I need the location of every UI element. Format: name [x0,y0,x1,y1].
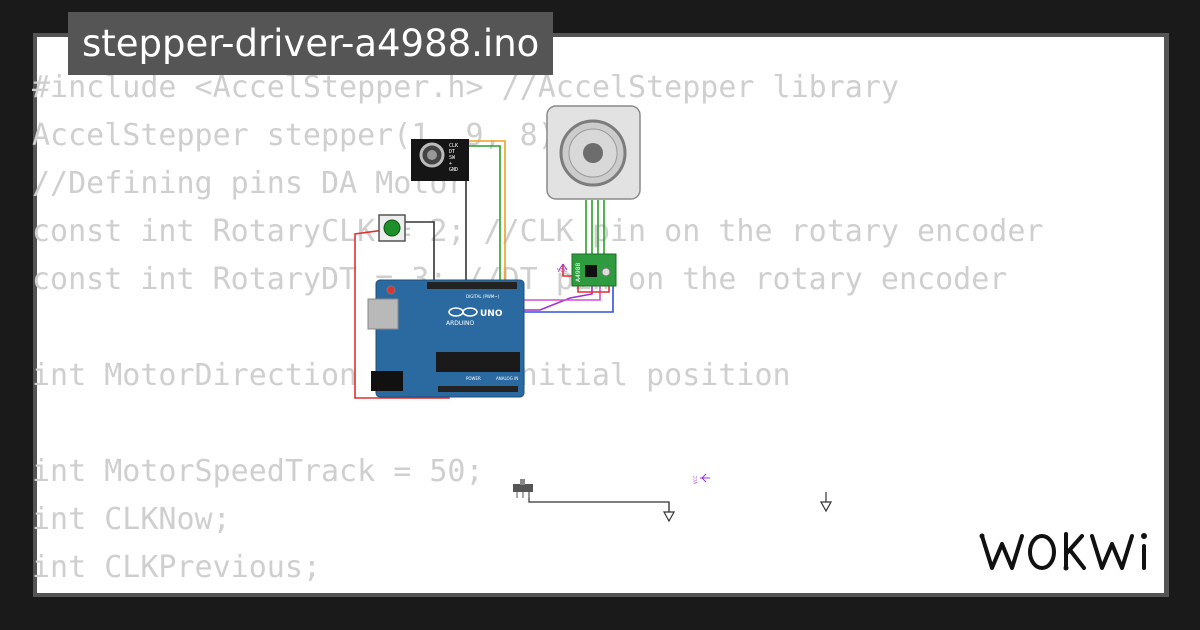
code-background: #include <AccelStepper.h> //AccelStepper… [32,64,1043,592]
wire-black-button [403,221,435,292]
vcc-symbol-icon: VCC [557,263,568,274]
encoder-pin-label: + [449,161,452,167]
slide-switch-icon[interactable] [513,479,533,498]
encoder-pin-label: SW [449,155,456,161]
arduino-uno-board[interactable]: ARDUINO UNO DIGITAL (PWM~) POWER ANALOG … [367,279,525,398]
code-line: const int RotaryCLK = 2; //CLK pin on th… [32,214,1044,249]
wire-switch-ground [528,492,670,512]
wokwi-logo [979,532,1147,571]
project-title: stepper-driver-a4988.ino [68,12,554,75]
vcc-symbol-icon: VCC [693,473,710,484]
arduino-model-text: UNO [480,309,503,319]
code-line: int CLKPrevious; [32,550,321,585]
encoder-pin-label: GND [449,167,458,173]
encoder-pin-label: DT [449,149,455,155]
wire-green-encoder [468,145,501,292]
code-line: const int RotaryDT = 3; //DT pin on the … [32,262,1008,297]
code-line: int MotorSpeedTrack = 50; [32,454,484,489]
ground-symbol-icon [819,492,833,513]
wire-orange-encoder [468,140,506,292]
ground-symbol-icon [662,502,676,523]
stepper-motor[interactable] [546,105,641,200]
wire-red-driver [577,286,610,293]
a4988-driver[interactable]: A4988 [571,253,617,287]
code-line: #include <AccelStepper.h> //AccelStepper… [32,70,899,105]
push-button[interactable] [378,214,406,242]
arduino-logo-text: ARDUINO [446,320,475,327]
driver-label: A4988 [575,262,582,282]
arduino-header-text: DIGITAL (PWM~) [466,294,500,299]
arduino-power-text: POWER [466,376,481,381]
vcc-label: VCC [557,268,568,274]
arduino-analog-text: ANALOG IN [496,376,518,381]
vcc-label-floating: VCC [693,475,698,484]
code-line: int CLKNow; [32,502,231,537]
code-line: int MotorDirection = 0; //initial positi… [32,358,791,393]
encoder-pin-label: CLK [449,143,458,149]
